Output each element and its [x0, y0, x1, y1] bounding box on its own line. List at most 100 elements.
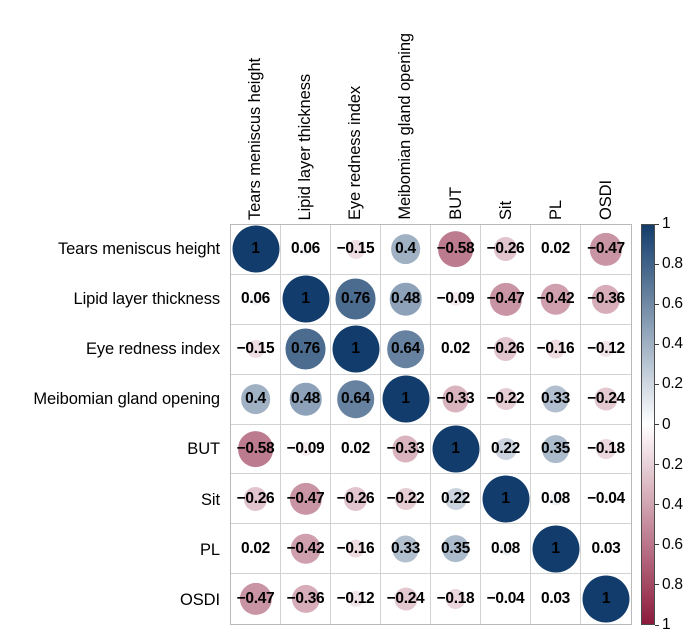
tick-mark — [655, 624, 659, 626]
correlation-bubble — [390, 234, 421, 265]
correlation-bubble — [351, 444, 360, 454]
correlation-bubble — [251, 544, 260, 554]
correlation-bubble — [601, 544, 611, 554]
column-label-text: Lipid layer thickness — [295, 73, 314, 220]
tick-mark — [655, 584, 659, 586]
matrix-cell: −0.47 — [231, 574, 281, 624]
correlation-bubble — [298, 441, 313, 456]
correlation-value: 0.4 — [395, 240, 416, 258]
correlation-bubble — [597, 341, 615, 358]
column-label-text: BUT — [446, 187, 465, 220]
correlation-value: 1 — [501, 489, 510, 507]
matrix-cell: 1 — [431, 424, 481, 475]
correlation-value: −0.09 — [436, 290, 475, 308]
matrix-cell: −0.15 — [331, 225, 381, 275]
column-label-4: BUT — [431, 187, 481, 220]
tick-mark — [655, 464, 659, 466]
correlation-bubble — [389, 283, 422, 316]
column-label-2: Eye redness index — [331, 86, 381, 220]
tick-label: 0.4 — [662, 495, 683, 513]
correlation-value: 0.02 — [341, 439, 370, 457]
matrix-cell: 1 — [281, 274, 331, 325]
matrix-cell: 0.06 — [231, 274, 281, 325]
matrix-cell: −0.26 — [481, 225, 531, 275]
matrix-cell: 0.02 — [231, 524, 281, 575]
tick-mark — [655, 263, 659, 265]
matrix-cell: −0.18 — [581, 425, 631, 475]
matrix-cell: 0.35 — [431, 524, 481, 575]
correlation-value: 0.76 — [341, 290, 370, 308]
correlation-bubble — [289, 482, 322, 515]
correlation-bubble — [546, 339, 565, 359]
correlation-value: 1 — [401, 390, 410, 408]
correlation-bubble — [551, 594, 560, 604]
correlation-value: −0.36 — [587, 290, 625, 308]
correlation-value: 1 — [351, 340, 360, 358]
correlation-value: −0.47 — [236, 590, 275, 608]
column-label-text: PL — [547, 200, 566, 220]
correlation-value: −0.04 — [486, 590, 525, 608]
correlation-value: 1 — [451, 439, 460, 457]
matrix-cell: −0.24 — [581, 375, 631, 425]
correlation-bubble — [392, 535, 419, 563]
row-label-2: Eye redness index — [85, 339, 220, 358]
correlation-value: −0.42 — [286, 539, 325, 557]
correlation-bubble — [594, 387, 618, 411]
correlation-value: −0.24 — [386, 590, 425, 608]
correlation-bubble — [291, 584, 320, 614]
correlation-bubble — [442, 385, 469, 413]
matrix-cell: −0.26 — [331, 474, 381, 525]
row-label-3: Meibomian gland opening — [33, 390, 220, 409]
correlation-bubble — [392, 435, 419, 463]
correlation-value: −0.12 — [587, 340, 625, 358]
correlation-value: −0.58 — [236, 439, 275, 457]
tick-label: 0 — [662, 415, 671, 433]
matrix-cell: 0.4 — [381, 225, 431, 275]
correlation-bubble — [541, 435, 570, 463]
column-label-3: Meibomian gland opening — [381, 33, 431, 220]
row-label-4: BUT — [187, 440, 220, 459]
matrix-cell: 0.64 — [331, 374, 381, 425]
tick-label: 0.2 — [662, 455, 683, 473]
matrix-cell: −0.47 — [281, 474, 331, 525]
correlation-value: −0.36 — [286, 590, 325, 608]
matrix-cell: 0.02 — [531, 225, 581, 275]
matrix-cell: −0.26 — [481, 324, 531, 375]
matrix-cell: −0.18 — [431, 574, 481, 624]
matrix-cell: 0.22 — [431, 474, 481, 525]
correlation-bubble — [482, 475, 529, 523]
correlation-bubble — [347, 590, 364, 608]
correlation-value: 0.08 — [541, 489, 570, 507]
column-label-0: Tears meniscus height — [230, 58, 280, 220]
matrix-cell: −0.33 — [431, 374, 481, 425]
matrix-cell: −0.09 — [281, 424, 331, 475]
correlation-value: −0.47 — [587, 240, 625, 258]
column-label-text: Meibomian gland opening — [396, 33, 415, 220]
matrix-cell: −0.04 — [481, 574, 531, 624]
matrix-cell: 0.64 — [381, 324, 431, 375]
matrix-cell: −0.04 — [581, 474, 631, 525]
matrix-cell: −0.26 — [231, 474, 281, 525]
matrix-cell: 0.02 — [431, 324, 481, 375]
correlation-value: 1 — [251, 240, 260, 258]
correlation-value: −0.47 — [286, 489, 325, 507]
column-label-text: Sit — [496, 201, 515, 220]
correlation-value: 1 — [601, 590, 611, 608]
correlation-value: −0.15 — [336, 240, 375, 258]
correlation-value: −0.18 — [587, 439, 625, 457]
tick-label: 1 — [662, 616, 671, 633]
column-label-6: PL — [532, 200, 582, 220]
correlation-bubble — [445, 589, 466, 610]
correlation-value: −0.04 — [587, 489, 625, 507]
row-label-0: Tears meniscus height — [57, 239, 220, 258]
matrix-cell: −0.42 — [531, 274, 581, 325]
matrix-cell: 0.08 — [481, 524, 531, 575]
correlation-value: −0.22 — [386, 489, 425, 507]
matrix-cell: 0.33 — [531, 374, 581, 425]
correlation-bubble — [441, 534, 470, 563]
correlation-value: −0.33 — [436, 390, 475, 408]
correlation-bubble — [489, 283, 522, 316]
matrix-cell: −0.16 — [331, 524, 381, 575]
correlation-value: 0.64 — [341, 390, 370, 408]
